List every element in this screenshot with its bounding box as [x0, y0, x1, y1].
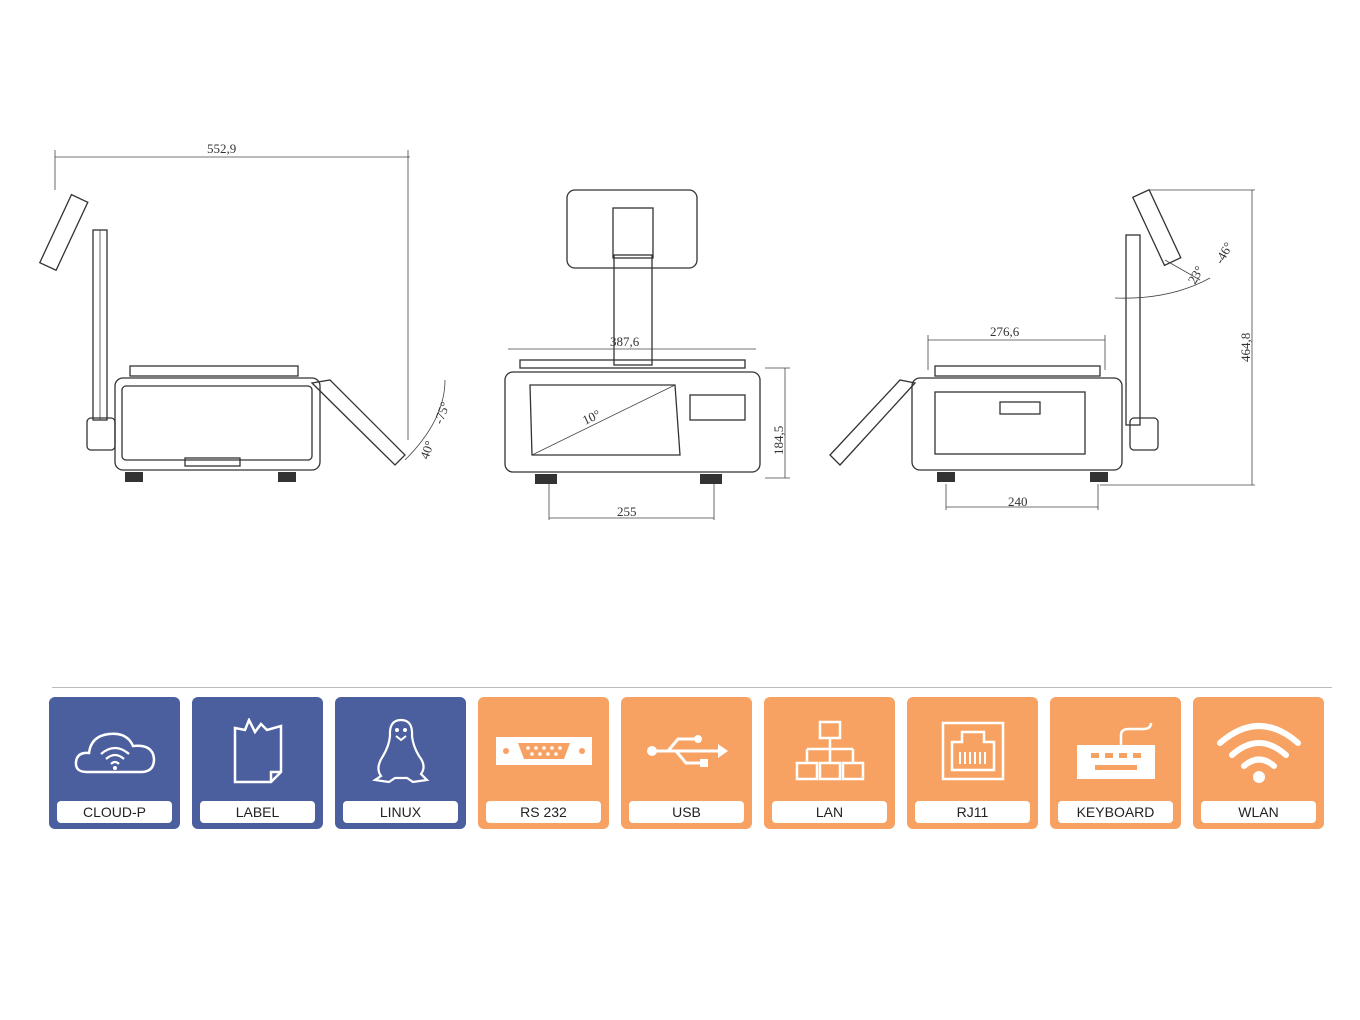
feature-label: LABEL	[200, 801, 315, 823]
dim-right-angle-b: -46°	[1212, 239, 1236, 266]
keyboard-icon	[1050, 711, 1181, 791]
dim-foot-span-side: 240	[1008, 494, 1028, 509]
dim-left-angle-b: -75°	[431, 400, 453, 426]
feature-wlan: WLAN	[1193, 697, 1324, 829]
usb-icon	[621, 711, 752, 791]
feature-label: LINUX	[343, 801, 458, 823]
feature-label: RJ11	[915, 801, 1030, 823]
rj11-port-icon	[907, 711, 1038, 791]
feature-label: WLAN	[1201, 801, 1316, 823]
dim-platter-width: 387,6	[610, 334, 640, 349]
label-icon	[192, 711, 323, 791]
dim-overall-length: 552,9	[207, 141, 236, 156]
feature-rs232: RS 232	[478, 697, 609, 829]
feature-label-printing: LABEL	[192, 697, 323, 829]
feature-rj11: RJ11	[907, 697, 1038, 829]
feature-cloud-p: CLOUD-P	[49, 697, 180, 829]
dim-platter-depth: 276,6	[990, 324, 1020, 339]
feature-tiles: CLOUD-P LABEL LINUX RS 232 USB LAN RJ1	[49, 697, 1324, 829]
dim-body-height: 184,5	[771, 426, 786, 455]
feature-label: RS 232	[486, 801, 601, 823]
feature-label: KEYBOARD	[1058, 801, 1173, 823]
feature-usb: USB	[621, 697, 752, 829]
feature-linux: LINUX	[335, 697, 466, 829]
wifi-icon	[1193, 711, 1324, 791]
right-side-view: 276,6 23° -46° 464,8 240	[829, 188, 1255, 510]
cloud-wifi-icon	[49, 711, 180, 791]
dim-overall-height: 464,8	[1238, 333, 1253, 362]
front-view: 387,6 10° 184,5 255	[504, 189, 790, 520]
dim-display-angle: 10°	[580, 406, 603, 427]
left-side-view: 552,9 40° -75°	[38, 141, 453, 482]
dim-left-angle-a: 40°	[417, 439, 437, 461]
feature-lan: LAN	[764, 697, 895, 829]
feature-label: LAN	[772, 801, 887, 823]
scale-technical-drawing: 552,9 40° -75° 387,6 10° 184,5	[38, 141, 1255, 520]
feature-label: USB	[629, 801, 744, 823]
divider	[52, 687, 1332, 688]
dim-foot-span-front: 255	[617, 504, 637, 519]
feature-keyboard: KEYBOARD	[1050, 697, 1181, 829]
dim-right-angle-a: 23°	[1185, 263, 1207, 286]
network-icon	[764, 711, 895, 791]
linux-penguin-icon	[335, 711, 466, 791]
feature-label: CLOUD-P	[57, 801, 172, 823]
serial-port-icon	[478, 711, 609, 791]
